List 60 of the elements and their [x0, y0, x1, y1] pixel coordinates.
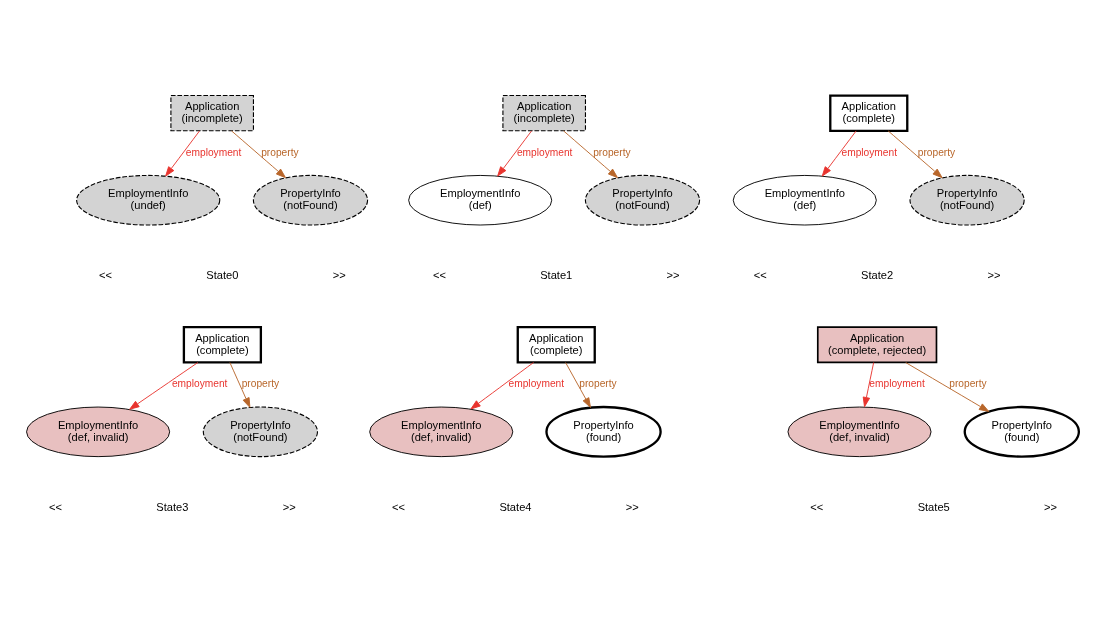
node-ellipse: PropertyInfo (notFound) — [202, 405, 319, 457]
arrow — [565, 361, 591, 408]
node-ellipse: EmploymentInfo (def) — [408, 174, 553, 225]
arrow — [165, 129, 200, 176]
edge-label: employment — [841, 146, 897, 158]
label: >> — [625, 500, 639, 513]
label: State5 — [917, 500, 950, 513]
arrow — [129, 361, 199, 410]
edge-label: employment — [185, 146, 242, 158]
arrow — [563, 129, 618, 178]
node-ellipse: EmploymentInfo (def, invalid) — [369, 406, 514, 457]
label: >> — [666, 268, 680, 281]
node-ellipse: PropertyInfo (notFound) — [252, 174, 369, 226]
edge-label: employment — [516, 146, 573, 158]
arrow — [497, 129, 532, 176]
node-ellipse: EmploymentInfo (undef) — [76, 174, 221, 226]
label: << — [99, 268, 113, 281]
label: << — [392, 500, 406, 513]
node-ellipse: PropertyInfo (notFound) — [909, 174, 1025, 226]
arrow — [887, 129, 943, 178]
arrow — [821, 129, 857, 176]
label: >> — [282, 500, 296, 513]
node-box: Application (incomplete) — [502, 94, 586, 131]
edge-label: property — [579, 377, 617, 389]
node-box: Application (incomplete) — [170, 94, 254, 131]
node-box: Application (complete) — [182, 325, 263, 364]
node-ellipse: PropertyInfo (found) — [545, 405, 662, 458]
edge-label: property — [949, 377, 987, 389]
label: << — [48, 500, 62, 513]
label: State4 — [499, 500, 532, 513]
node-ellipse: PropertyInfo (notFound) — [584, 174, 701, 226]
edge-label: employment — [171, 377, 228, 389]
edge-label: employment — [869, 377, 925, 389]
node-box: Application (complete) — [516, 325, 596, 364]
label: >> — [332, 268, 346, 281]
node-ellipse: EmploymentInfo (def, invalid) — [787, 406, 932, 457]
label: State3 — [156, 500, 189, 513]
edge-label: property — [593, 146, 631, 158]
label: >> — [987, 268, 1001, 281]
arrow — [905, 361, 990, 412]
arrow — [470, 361, 534, 409]
label: >> — [1044, 500, 1058, 513]
node-ellipse: EmploymentInfo (def, invalid) — [26, 406, 171, 457]
label: << — [810, 500, 824, 513]
arrow — [231, 129, 286, 178]
label: State2 — [861, 268, 894, 281]
label: State0 — [206, 268, 239, 281]
label: << — [753, 268, 767, 281]
edge-label: employment — [508, 377, 565, 389]
node-box: Application (complete) — [829, 93, 909, 132]
edge-label: property — [241, 377, 280, 389]
edge-label: property — [261, 146, 299, 158]
arrow — [229, 361, 251, 408]
node-ellipse: EmploymentInfo (def) — [732, 174, 877, 225]
label: << — [432, 268, 446, 281]
label: State1 — [540, 268, 573, 281]
edge-label: property — [917, 146, 956, 158]
node-ellipse: PropertyInfo (found) — [963, 405, 1081, 458]
node-box: Application (complete, rejected) — [816, 325, 938, 363]
arrow — [862, 361, 875, 407]
